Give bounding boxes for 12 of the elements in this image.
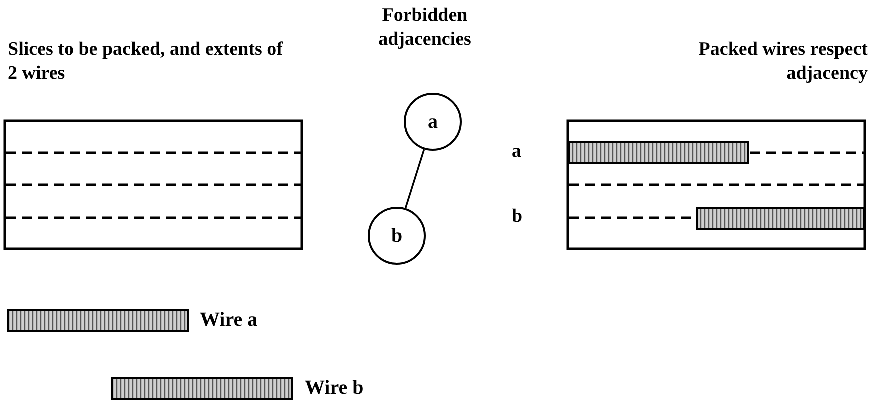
wire-bar xyxy=(696,207,865,230)
wire-bar xyxy=(111,377,293,400)
panel-heading: Slices to be packed, and extents of 2 wires xyxy=(8,38,284,86)
panel-heading: Forbidden adjacencies xyxy=(378,4,472,52)
panel-heading: Packed wires respect adjacency xyxy=(698,38,868,86)
wire-bar xyxy=(568,141,749,164)
wire-label: Wire b xyxy=(305,376,364,401)
adjacency-line xyxy=(404,149,426,209)
wire-label: Wire a xyxy=(200,308,258,333)
wire-bar xyxy=(7,309,189,332)
row-label: b xyxy=(512,205,523,229)
row-label: a xyxy=(512,140,522,164)
